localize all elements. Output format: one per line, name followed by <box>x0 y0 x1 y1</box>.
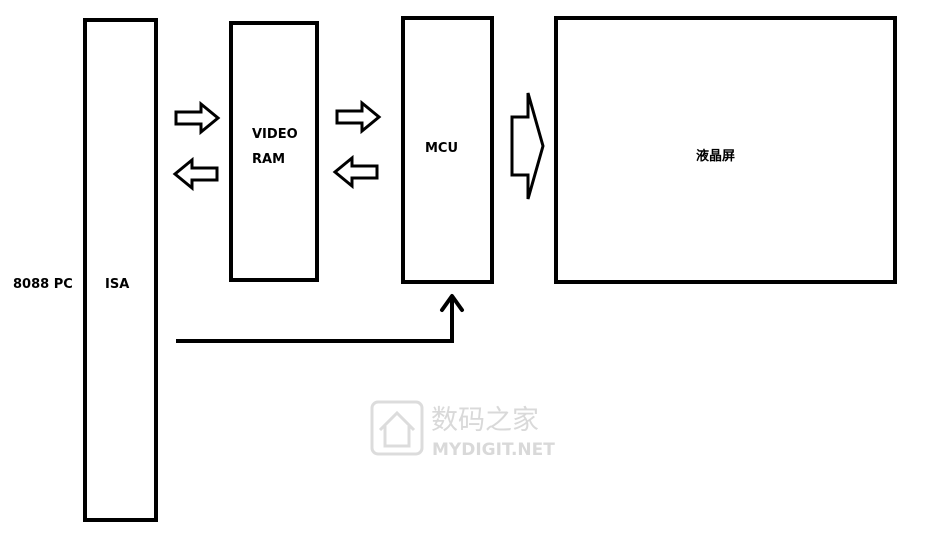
watermark-title: 数码之家 <box>431 405 539 436</box>
mcu-box <box>401 16 494 284</box>
watermark: 数码之家 MYDIGIT.NET <box>370 400 555 460</box>
pc-label: 8088 PC <box>13 277 73 292</box>
lcd-box <box>554 16 897 284</box>
watermark-house-icon <box>378 410 416 448</box>
isa-to-mcu-arrowhead <box>440 294 464 312</box>
isa-to-mcu-line <box>176 298 454 343</box>
mcu-label: MCU <box>425 141 458 156</box>
lcd-label: 液晶屏 <box>696 148 735 164</box>
isa-box <box>83 18 158 522</box>
watermark-url: MYDIGIT.NET <box>432 440 555 460</box>
watermark-logo-icon <box>370 400 424 456</box>
video-ram-box <box>229 21 319 282</box>
video-ram-label-line2: RAM <box>252 152 285 167</box>
mcu-to-lcd-arrow <box>510 92 545 200</box>
vram-to-mcu-arrow <box>335 99 382 135</box>
isa-label: ISA <box>105 277 129 292</box>
vram-to-isa-arrow <box>172 156 219 192</box>
video-ram-label-line1: VIDEO <box>252 127 298 142</box>
mcu-to-vram-arrow <box>332 154 379 190</box>
isa-to-vram-arrow <box>174 100 221 136</box>
